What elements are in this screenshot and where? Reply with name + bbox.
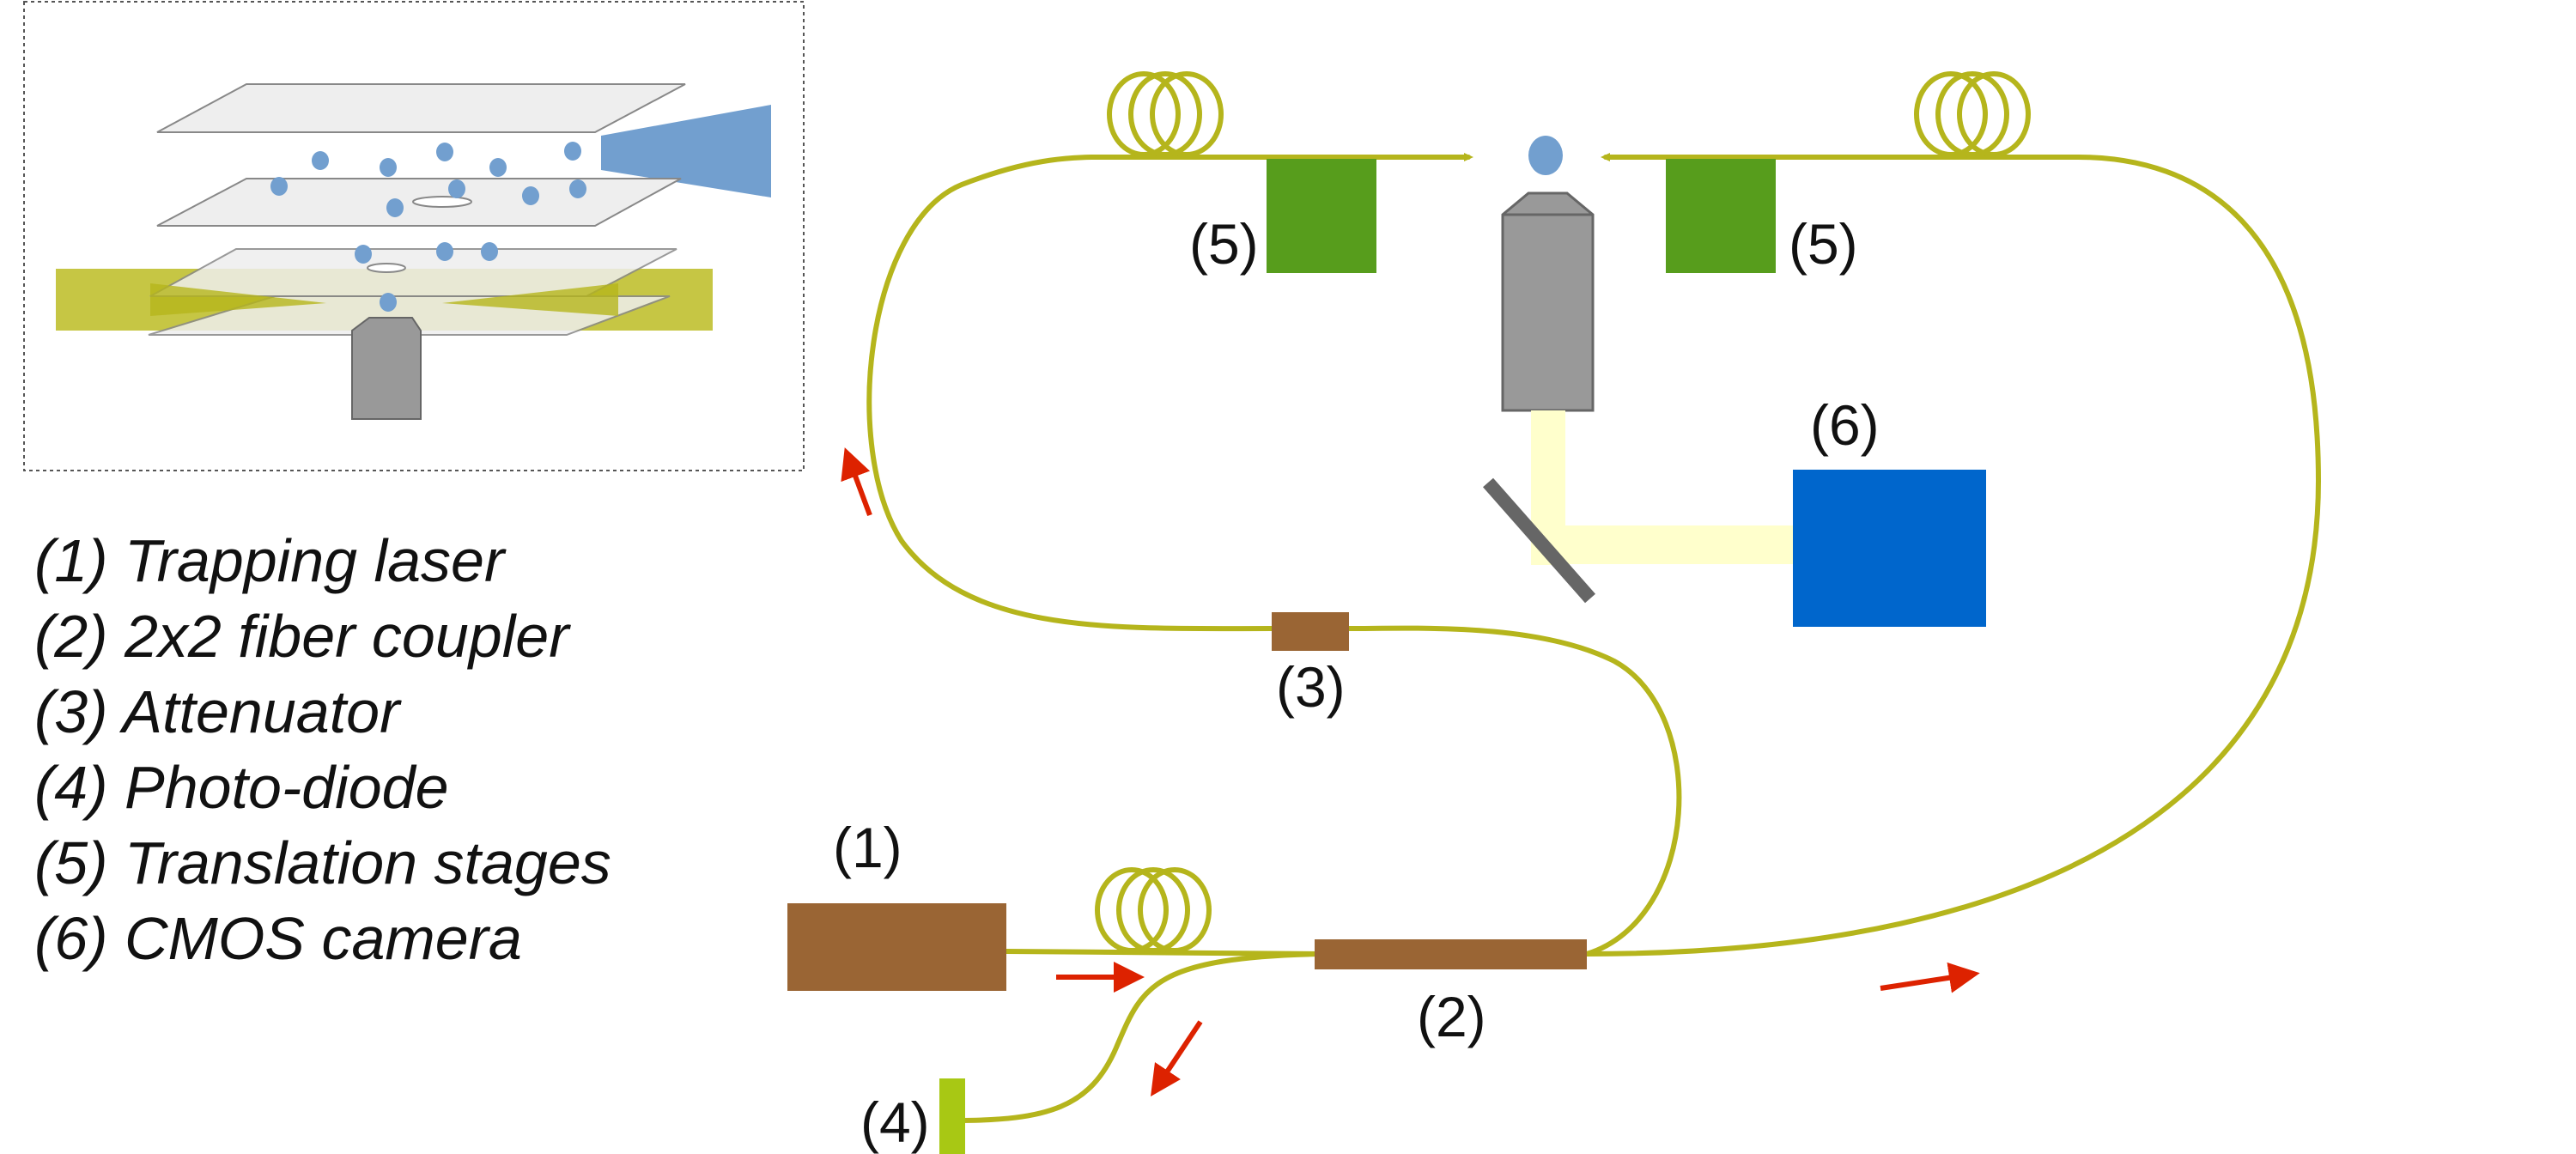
fiber-coil-icon bbox=[1095, 867, 1212, 953]
inset-beam-cone-left bbox=[150, 283, 326, 316]
fiber-tip-left bbox=[1464, 153, 1473, 161]
fiber-coupler bbox=[1315, 939, 1587, 969]
label-laser: (1) bbox=[833, 816, 902, 879]
fiber-laser-to-coupler bbox=[1004, 949, 1325, 957]
particle-icon bbox=[436, 143, 453, 161]
inset-particles bbox=[270, 142, 586, 312]
label-coupler: (2) bbox=[1417, 985, 1486, 1048]
fiber-attenuator-loop bbox=[866, 154, 1682, 957]
legend-item: (4) Photo-diode bbox=[34, 754, 449, 821]
particle-icon bbox=[312, 151, 329, 170]
fiber-coil-icon bbox=[1914, 71, 2031, 157]
inset-frame bbox=[23, 1, 805, 471]
particle-icon bbox=[489, 158, 507, 177]
mirror-icon bbox=[1482, 477, 1596, 604]
legend-item: (2) 2x2 fiber coupler bbox=[34, 603, 571, 670]
fiber-coil-icon bbox=[1107, 71, 1224, 157]
legend-item: (5) Translation stages bbox=[34, 829, 611, 896]
translation-stage-left bbox=[1267, 159, 1376, 273]
legend-item: (6) CMOS camera bbox=[34, 905, 522, 972]
inset-plate-top bbox=[156, 83, 686, 133]
particle-icon bbox=[569, 179, 586, 198]
cmos-camera bbox=[1793, 470, 1986, 627]
label-photodiode: (4) bbox=[860, 1090, 930, 1154]
light-direction-arrows bbox=[841, 447, 1980, 1096]
imaging-beam bbox=[1531, 410, 1797, 565]
attenuator bbox=[1272, 612, 1349, 651]
inset-hole-middle bbox=[412, 196, 472, 208]
trap-chamber-inset bbox=[23, 1, 805, 471]
inset-nozzle bbox=[601, 105, 771, 197]
inset-hole-lower bbox=[367, 263, 406, 273]
particle-icon bbox=[270, 177, 288, 196]
particle-icon bbox=[522, 186, 539, 205]
label-camera: (6) bbox=[1810, 393, 1880, 457]
arrow-icon bbox=[841, 447, 872, 517]
trapping-laser bbox=[787, 903, 1006, 991]
legend: (1) Trapping laser (2) 2x2 fiber coupler… bbox=[34, 527, 611, 972]
microscope-objective-icon bbox=[1501, 191, 1595, 412]
trapped-particle bbox=[1528, 136, 1563, 175]
particle-icon bbox=[481, 242, 498, 261]
translation-stage-right bbox=[1666, 159, 1776, 273]
particle-icon bbox=[564, 142, 581, 161]
arrow-icon bbox=[1151, 1020, 1203, 1096]
label-stage-left: (5) bbox=[1189, 212, 1259, 276]
fiber-right-loop bbox=[1584, 155, 2322, 957]
legend-item: (3) Attenuator bbox=[34, 678, 402, 745]
fiber-paths bbox=[866, 154, 2322, 1123]
inset-objective bbox=[351, 317, 422, 420]
label-attenuator: (3) bbox=[1276, 655, 1346, 719]
particle-icon bbox=[436, 242, 453, 261]
particle-icon bbox=[448, 179, 465, 198]
legend-item: (1) Trapping laser bbox=[34, 527, 507, 594]
inset-beam-cone-right bbox=[442, 283, 618, 316]
fiber-photodiode-branch bbox=[952, 951, 1325, 1123]
particle-icon bbox=[380, 158, 397, 177]
particle-icon bbox=[386, 198, 404, 217]
label-stage-right: (5) bbox=[1789, 212, 1858, 276]
fiber-tip-right bbox=[1601, 153, 1610, 161]
particle-icon bbox=[380, 293, 397, 312]
photodiode bbox=[939, 1078, 965, 1154]
particle-icon bbox=[355, 245, 372, 264]
arrow-icon bbox=[1880, 962, 1980, 993]
